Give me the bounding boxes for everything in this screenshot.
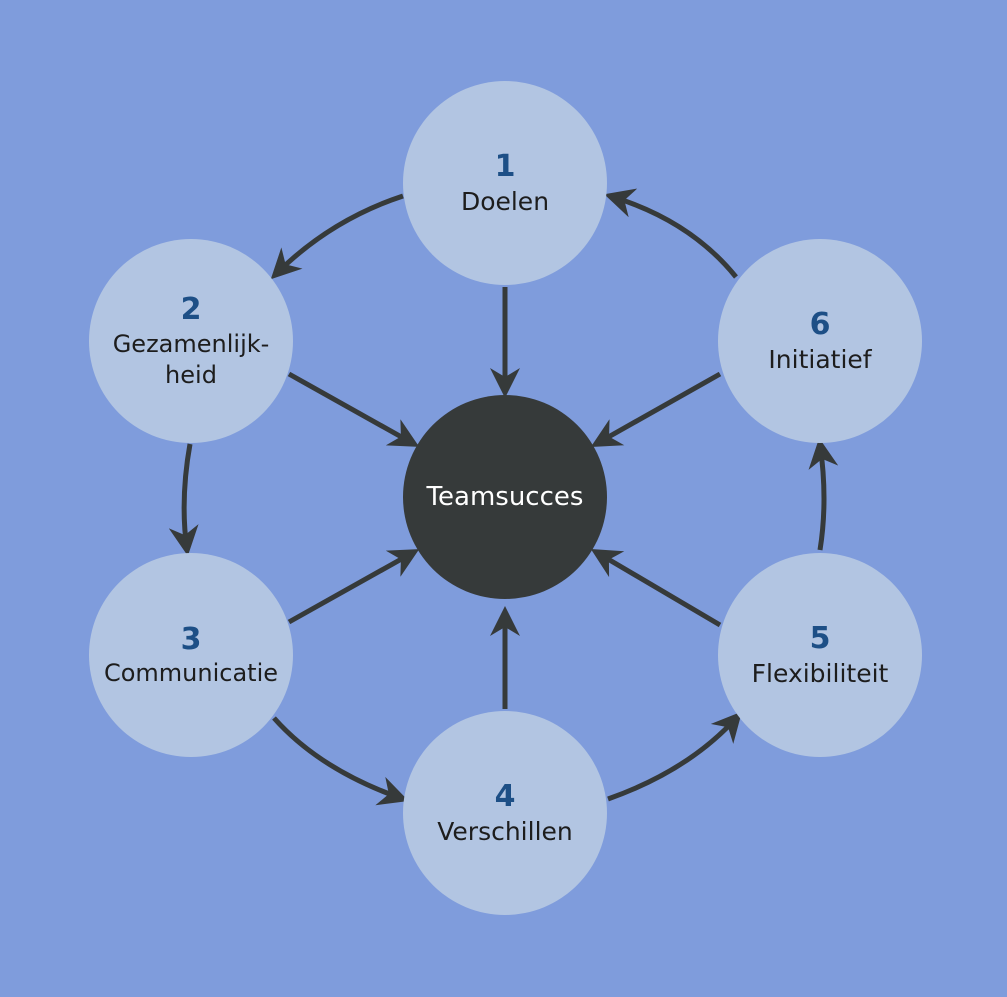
node-number: 3 [180,621,202,657]
arrow-3-to-center [287,549,420,625]
arrow-2-to-3 [168,443,199,556]
node-number: 6 [809,307,831,342]
node-label: Verschillen [437,816,573,846]
center-node-teamsucces: Teamsucces [403,395,607,599]
node-label: Initiatief [768,344,872,374]
arrow-6-to-center [590,371,722,447]
arrow-2-to-center [287,371,420,447]
node-communicatie: 3 Communicatie [89,553,293,757]
node-gezamenlijkheid: 2 Gezamenlijk- heid [89,239,293,443]
arrow-3-to-4 [272,716,409,806]
node-label: Communicatie [103,659,279,688]
node-flexibiliteit: 5 Flexibiliteit [718,553,922,757]
node-number: 4 [494,779,516,814]
arrow-1-to-2 [270,193,404,280]
node-number: 5 [809,621,831,656]
node-label: Flexibiliteit [751,658,889,688]
node-initiatief: 6 Initiatief [718,239,922,443]
node-number: 1 [494,149,516,184]
node-label: Gezamenlijk- heid [112,329,270,389]
node-doelen: 1 Doelen [403,81,607,285]
node-number: 2 [180,292,202,328]
node-label: Doelen [460,186,550,216]
center-label: Teamsucces [426,482,584,512]
node-verschillen: 4 Verschillen [403,711,607,915]
arrow-6-to-1 [604,188,738,279]
arrow-5-to-6 [808,438,839,551]
arrow-5-to-center [590,548,722,628]
arrow-4-to-5 [607,711,742,802]
